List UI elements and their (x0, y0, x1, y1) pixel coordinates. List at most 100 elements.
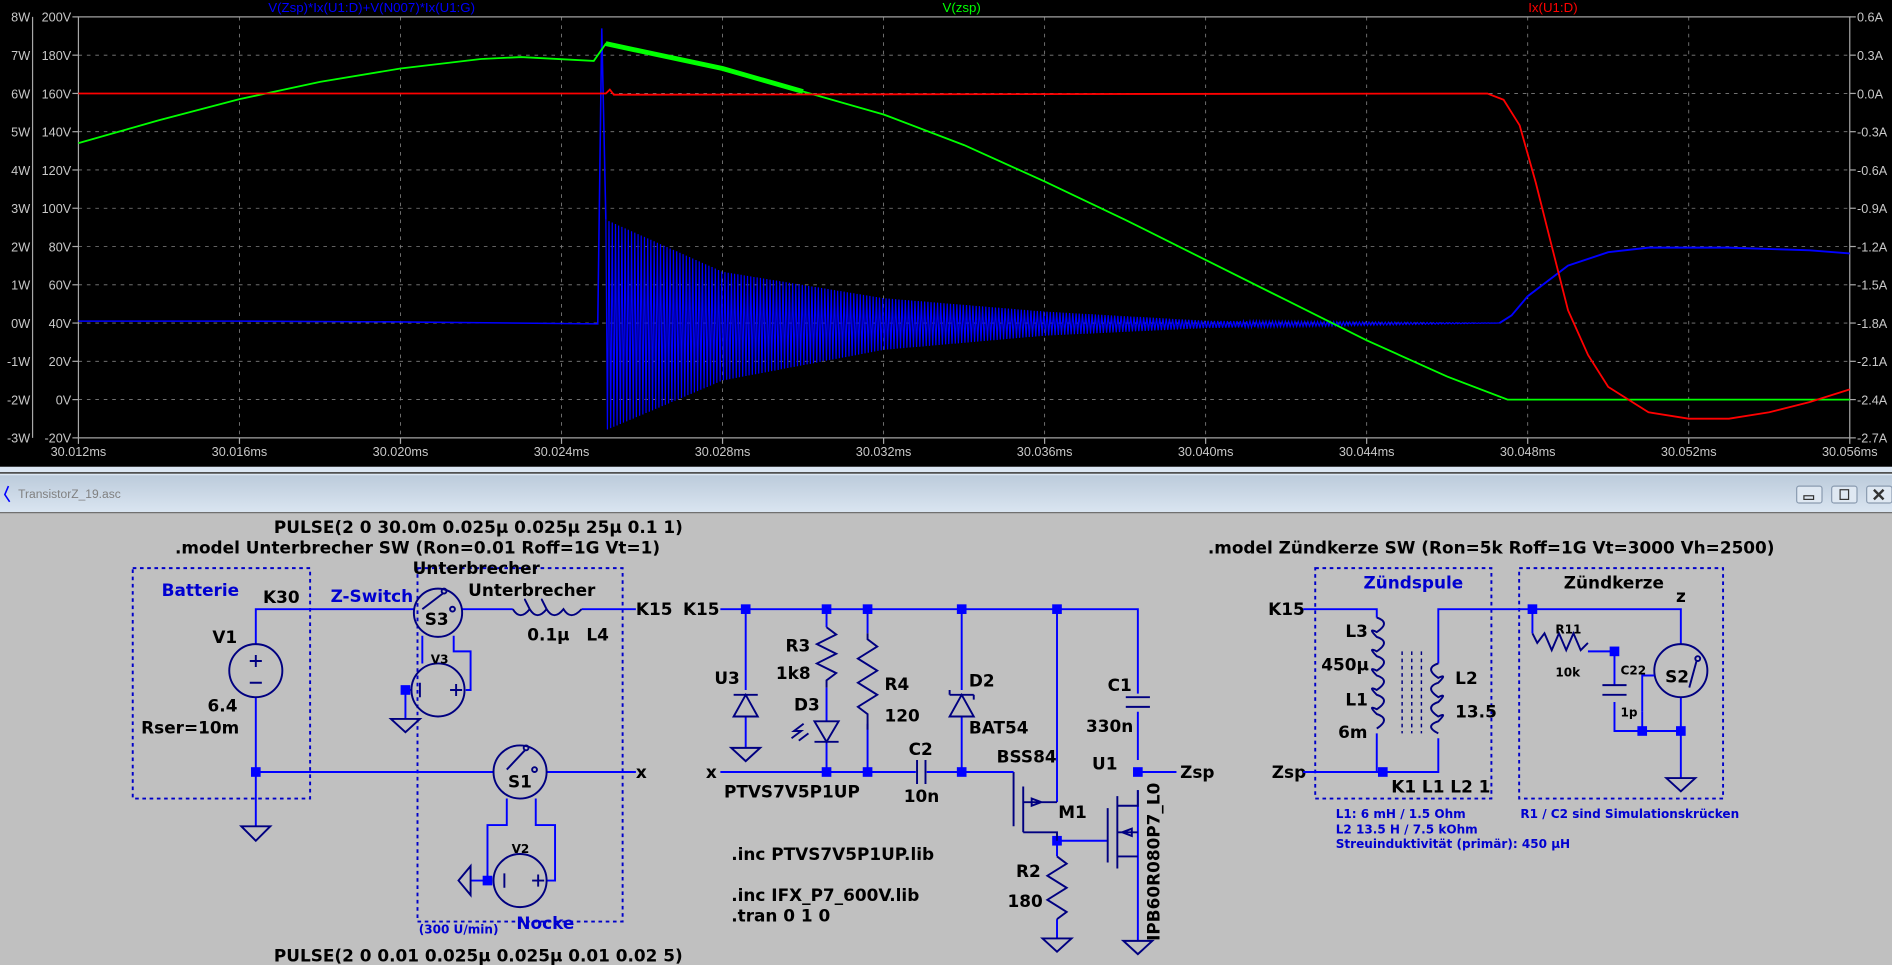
y-tick-label-v: -20V (44, 432, 71, 446)
restore-button[interactable] (1831, 485, 1858, 504)
y-tick-label-w: -2W (7, 393, 30, 407)
note-l1[interactable]: L1: 6 mH / 1.5 Ohm (1336, 807, 1466, 821)
x-tick-label: 30.012ms (51, 445, 107, 459)
directive-pulse-v2[interactable]: PULSE(2 0 0.01 0.025µ 0.025µ 0.01 0.02 5… (274, 945, 683, 965)
net-k15-mid: K15 (683, 599, 720, 619)
note-leakage[interactable]: Streuinduktivität (primär): 450 µH (1336, 837, 1570, 851)
s2-spark-switch[interactable] (1653, 643, 1709, 699)
c22-capacitor[interactable] (1602, 684, 1627, 696)
c2-capacitor[interactable] (916, 759, 927, 785)
l3-l1-primary-coil[interactable] (1370, 616, 1385, 730)
plot-frame (77, 16, 1851, 439)
note-sim-helpers[interactable]: R1 / C2 sind Simulationskrücken (1520, 807, 1739, 821)
r2-name: R2 (1016, 861, 1041, 881)
v2-source[interactable] (492, 853, 548, 909)
plot-grid (78, 16, 1850, 438)
directive-coupling[interactable]: K1 L1 L2 1 (1391, 777, 1490, 797)
y-tick-label-w: 4W (11, 164, 30, 178)
ground-icon (457, 863, 472, 898)
label-rpm: (300 U/min) (419, 923, 499, 937)
l2-name: L2 (1455, 668, 1478, 688)
label-zswitch: Z-Switch (331, 586, 414, 606)
r2-resistor[interactable] (1045, 855, 1069, 920)
c1-capacitor[interactable] (1125, 696, 1150, 708)
l3-name: L3 (1345, 621, 1368, 641)
r4-resistor[interactable] (856, 633, 880, 730)
group-box-zuendkerze (1518, 567, 1725, 800)
r11-resistor[interactable] (1531, 630, 1589, 653)
label-zuendkerze: Zündkerze (1564, 573, 1664, 593)
x-tick-label: 30.032ms (856, 445, 912, 459)
l1-name: L1 (1345, 690, 1368, 710)
wire[interactable] (254, 608, 636, 827)
note-l2[interactable]: L2 13.5 H / 7.5 kOhm (1336, 823, 1478, 837)
v1-source[interactable] (228, 643, 284, 699)
u1-value: IPB60R080P7_L0 (1144, 783, 1164, 941)
s3-model: Unterbrecher (413, 558, 541, 578)
s2-name: S2 (1665, 667, 1689, 687)
v3-source[interactable] (410, 662, 466, 718)
pane-separator[interactable] (0, 466, 1892, 477)
y-tick-label-a: 0.0A (1857, 87, 1884, 101)
l4-model: Unterbrecher (468, 580, 596, 600)
m1-pmos[interactable] (1012, 772, 1058, 841)
x-tick-label: 30.052ms (1661, 445, 1717, 459)
y-tick-label-a: -1.8A (1857, 317, 1888, 331)
group-box-nocke (416, 567, 624, 923)
s1-switch[interactable] (492, 744, 548, 800)
directive-inc-ifx[interactable]: .inc IFX_P7_600V.lib (731, 885, 919, 905)
l2-secondary-coil[interactable] (1430, 662, 1445, 735)
d2-schottky-diode[interactable] (947, 689, 976, 718)
directive-pulse-v3[interactable]: PULSE(2 0 30.0m 0.025µ 0.025µ 25µ 0.1 1) (274, 517, 683, 537)
close-button[interactable] (1866, 485, 1892, 504)
y-tick-label-w: 3W (11, 202, 30, 216)
net-x-left: x (636, 762, 647, 782)
r3-resistor[interactable] (814, 626, 839, 688)
wire[interactable] (720, 608, 1177, 941)
plot-traces (78, 28, 1851, 430)
y-tick-label-v: 40V (49, 317, 72, 331)
ground-icon (388, 717, 423, 734)
u1-mosfet[interactable] (1106, 790, 1139, 869)
label-zuendspule: Zündspule (1363, 573, 1463, 593)
directive-model-unterbrecher[interactable]: .model Unterbrecher SW (Ron=0.01 Roff=1G… (175, 538, 660, 558)
l2-value: 13.5 (1455, 702, 1497, 722)
trace-label-power[interactable]: V(Zsp)*Ix(U1:D)+V(N007)*Ix(U1:G) (268, 0, 475, 15)
s1-name: S1 (508, 772, 532, 792)
schematic-canvas[interactable]: PULSE(2 0 30.0m 0.025µ 0.025µ 25µ 0.1 1)… (0, 513, 1892, 965)
directive-inc-ptvs[interactable]: .inc PTVS7V5P1UP.lib (731, 844, 934, 864)
trace-vzsp-ripple (605, 41, 804, 94)
y-tick-label-w: 2W (11, 240, 30, 254)
trace-power-oscillation (605, 219, 1500, 430)
y-tick-label-v: 160V (42, 87, 72, 101)
y-tick-label-v: 180V (42, 49, 72, 63)
directive-model-zuendkerze[interactable]: .model Zündkerze SW (Ron=5k Roff=1G Vt=3… (1208, 538, 1775, 558)
u3-value: PTVS7V5P1UP (724, 781, 860, 801)
y-tick-label-v: 100V (42, 202, 72, 216)
r3-value: 1k8 (776, 663, 811, 683)
y-tick-label-v: 0V (56, 393, 72, 407)
trace-label-vzsp[interactable]: V(zsp) (943, 0, 981, 15)
schematic-title-bar[interactable] (0, 475, 1892, 513)
minimize-button[interactable] (1796, 485, 1823, 504)
label-batterie: Batterie (162, 580, 239, 600)
label-nocke: Nocke (516, 913, 574, 933)
c2-name: C2 (909, 739, 933, 759)
s3-name: S3 (425, 609, 449, 629)
v2-name: V2 (512, 842, 530, 856)
d3-led[interactable] (790, 720, 841, 744)
y-tick-label-w: 1W (11, 279, 30, 293)
x-tick-label: 30.028ms (695, 445, 751, 459)
l4-inductor[interactable] (511, 598, 583, 617)
s3-switch[interactable] (412, 587, 464, 638)
trace-ixd (78, 88, 1851, 420)
trace-label-ixd[interactable]: Ix(U1:D) (1528, 0, 1577, 15)
group-box-zuendspule (1314, 567, 1493, 800)
net-x-mid: x (706, 762, 717, 782)
d3-name: D3 (794, 694, 820, 714)
directive-tran[interactable]: .tran 0 1 0 (731, 906, 830, 926)
trace-power (78, 28, 607, 325)
u3-tvs-diode[interactable] (731, 692, 760, 718)
